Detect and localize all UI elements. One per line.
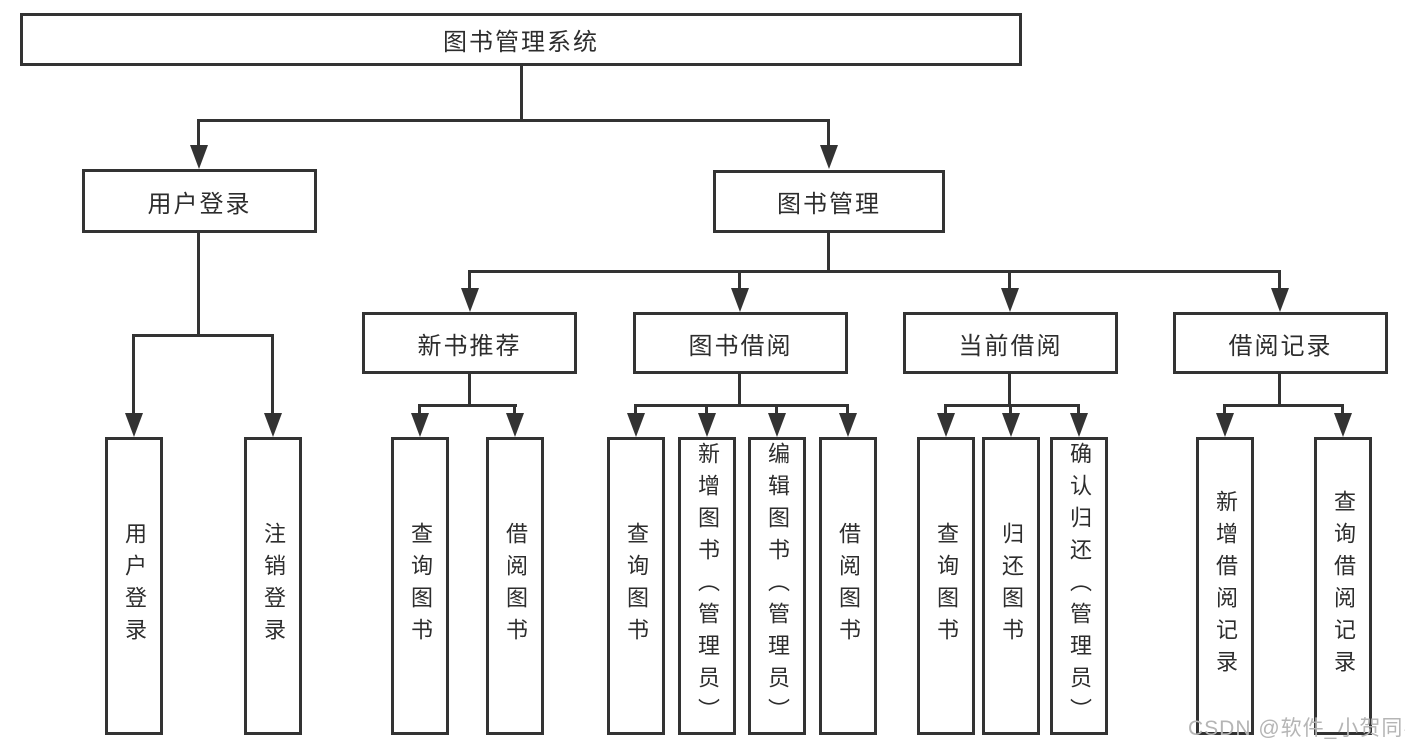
connector-leaf-branch bbox=[1223, 404, 1344, 407]
connector-stub bbox=[705, 404, 708, 416]
leaf-label: 编辑图书（管理员） bbox=[765, 442, 790, 730]
leaf-label: 新增借阅记录 bbox=[1213, 490, 1238, 682]
leaf-logout: 注销登录 bbox=[244, 437, 302, 735]
leaf-label: 注销登录 bbox=[261, 522, 286, 650]
node-label: 当前借阅 bbox=[958, 332, 1063, 360]
leaf-query-borrow-record: 查询借阅记录 bbox=[1314, 437, 1372, 735]
connector-stub bbox=[846, 404, 849, 416]
node-label: 借阅记录 bbox=[1228, 332, 1333, 360]
node-user-login: 用户登录 bbox=[82, 169, 317, 233]
leaf-confirm-return-admin: 确认归还（管理员） bbox=[1050, 437, 1108, 735]
watermark: CSDN @软件_小贺同学 bbox=[1188, 717, 1405, 740]
connector-stub bbox=[418, 404, 421, 416]
node-current-borrow: 当前借阅 bbox=[903, 312, 1118, 374]
leaf-label: 新增图书（管理员） bbox=[695, 442, 720, 730]
connector-stub bbox=[468, 270, 471, 292]
node-book-borrow: 图书借阅 bbox=[633, 312, 848, 374]
connector-leaf-branch bbox=[634, 404, 849, 407]
connector-stub bbox=[271, 334, 274, 416]
leaf-add-borrow-record: 新增借阅记录 bbox=[1196, 437, 1254, 735]
leaf-label: 确认归还（管理员） bbox=[1067, 442, 1092, 730]
leaf-label: 查询图书 bbox=[408, 522, 433, 650]
connector-stub bbox=[827, 119, 830, 149]
connector-stub bbox=[738, 270, 741, 292]
arrow-down-icon bbox=[264, 413, 282, 437]
leaf-label: 借阅图书 bbox=[503, 522, 528, 650]
arrow-down-icon bbox=[937, 413, 955, 437]
leaf-edit-book-admin: 编辑图书（管理员） bbox=[748, 437, 806, 735]
arrow-down-icon bbox=[506, 413, 524, 437]
connector-root-drop bbox=[520, 64, 523, 120]
arrow-down-icon bbox=[461, 288, 479, 312]
leaf-add-book-admin: 新增图书（管理员） bbox=[678, 437, 736, 735]
connector-leaf-branch bbox=[944, 404, 1080, 407]
connector-stub bbox=[197, 119, 200, 149]
connector-drop bbox=[1278, 372, 1281, 406]
connector-drop bbox=[468, 372, 471, 406]
arrow-down-icon bbox=[1001, 288, 1019, 312]
connector-stub bbox=[132, 334, 135, 416]
node-borrow-records: 借阅记录 bbox=[1173, 312, 1388, 374]
connector-stub bbox=[513, 404, 516, 416]
leaf-borrow-book: 借阅图书 bbox=[819, 437, 877, 735]
node-label: 图书管理系统 bbox=[443, 29, 599, 56]
leaf-label: 借阅图书 bbox=[836, 522, 861, 650]
arrow-down-icon bbox=[1216, 413, 1234, 437]
connector-stub bbox=[944, 404, 947, 416]
connector-user-login-drop bbox=[197, 231, 200, 335]
connector-stub bbox=[1341, 404, 1344, 416]
connector-stub bbox=[1009, 404, 1012, 416]
connector-user-login-branch bbox=[132, 334, 274, 337]
leaf-label: 查询图书 bbox=[624, 522, 649, 650]
leaf-user-login: 用户登录 bbox=[105, 437, 163, 735]
connector-drop bbox=[1008, 372, 1011, 406]
node-label: 图书借阅 bbox=[688, 332, 793, 360]
connector-stub bbox=[1223, 404, 1226, 416]
node-new-book-recommend: 新书推荐 bbox=[362, 312, 577, 374]
node-library-management-system: 图书管理系统 bbox=[20, 13, 1022, 66]
arrow-down-icon bbox=[731, 288, 749, 312]
node-label: 用户登录 bbox=[147, 190, 252, 218]
leaf-label: 用户登录 bbox=[122, 522, 147, 650]
leaf-return-book: 归还图书 bbox=[982, 437, 1040, 735]
connector-stub bbox=[775, 404, 778, 416]
arrow-down-icon bbox=[125, 413, 143, 437]
arrow-down-icon bbox=[1334, 413, 1352, 437]
connector-level2-branch bbox=[197, 119, 830, 122]
leaf-label: 查询借阅记录 bbox=[1331, 490, 1356, 682]
connector-stub bbox=[1278, 270, 1281, 292]
node-book-management: 图书管理 bbox=[713, 170, 945, 233]
connector-stub bbox=[634, 404, 637, 416]
leaf-label: 查询图书 bbox=[934, 522, 959, 650]
leaf-borrow-book-recommend: 借阅图书 bbox=[486, 437, 544, 735]
leaf-query-current-book: 查询图书 bbox=[917, 437, 975, 735]
arrow-down-icon bbox=[190, 145, 208, 169]
arrow-down-icon bbox=[698, 413, 716, 437]
connector-stub bbox=[1077, 404, 1080, 416]
node-label: 图书管理 bbox=[777, 191, 881, 218]
arrow-down-icon bbox=[1271, 288, 1289, 312]
connector-level3-branch bbox=[468, 270, 1281, 273]
connector-drop bbox=[738, 372, 741, 406]
leaf-query-book: 查询图书 bbox=[607, 437, 665, 735]
leaf-label: 归还图书 bbox=[999, 522, 1024, 650]
arrow-down-icon bbox=[820, 145, 838, 169]
leaf-query-book-recommend: 查询图书 bbox=[391, 437, 449, 735]
arrow-down-icon bbox=[411, 413, 429, 437]
node-label: 新书推荐 bbox=[417, 332, 522, 360]
arrow-down-icon bbox=[839, 413, 857, 437]
arrow-down-icon bbox=[768, 413, 786, 437]
connector-stub bbox=[1008, 270, 1011, 292]
arrow-down-icon bbox=[1070, 413, 1088, 437]
connector-leaf-branch bbox=[418, 404, 517, 407]
connector-book-mgmt-drop bbox=[827, 231, 830, 272]
arrow-down-icon bbox=[1002, 413, 1020, 437]
arrow-down-icon bbox=[627, 413, 645, 437]
